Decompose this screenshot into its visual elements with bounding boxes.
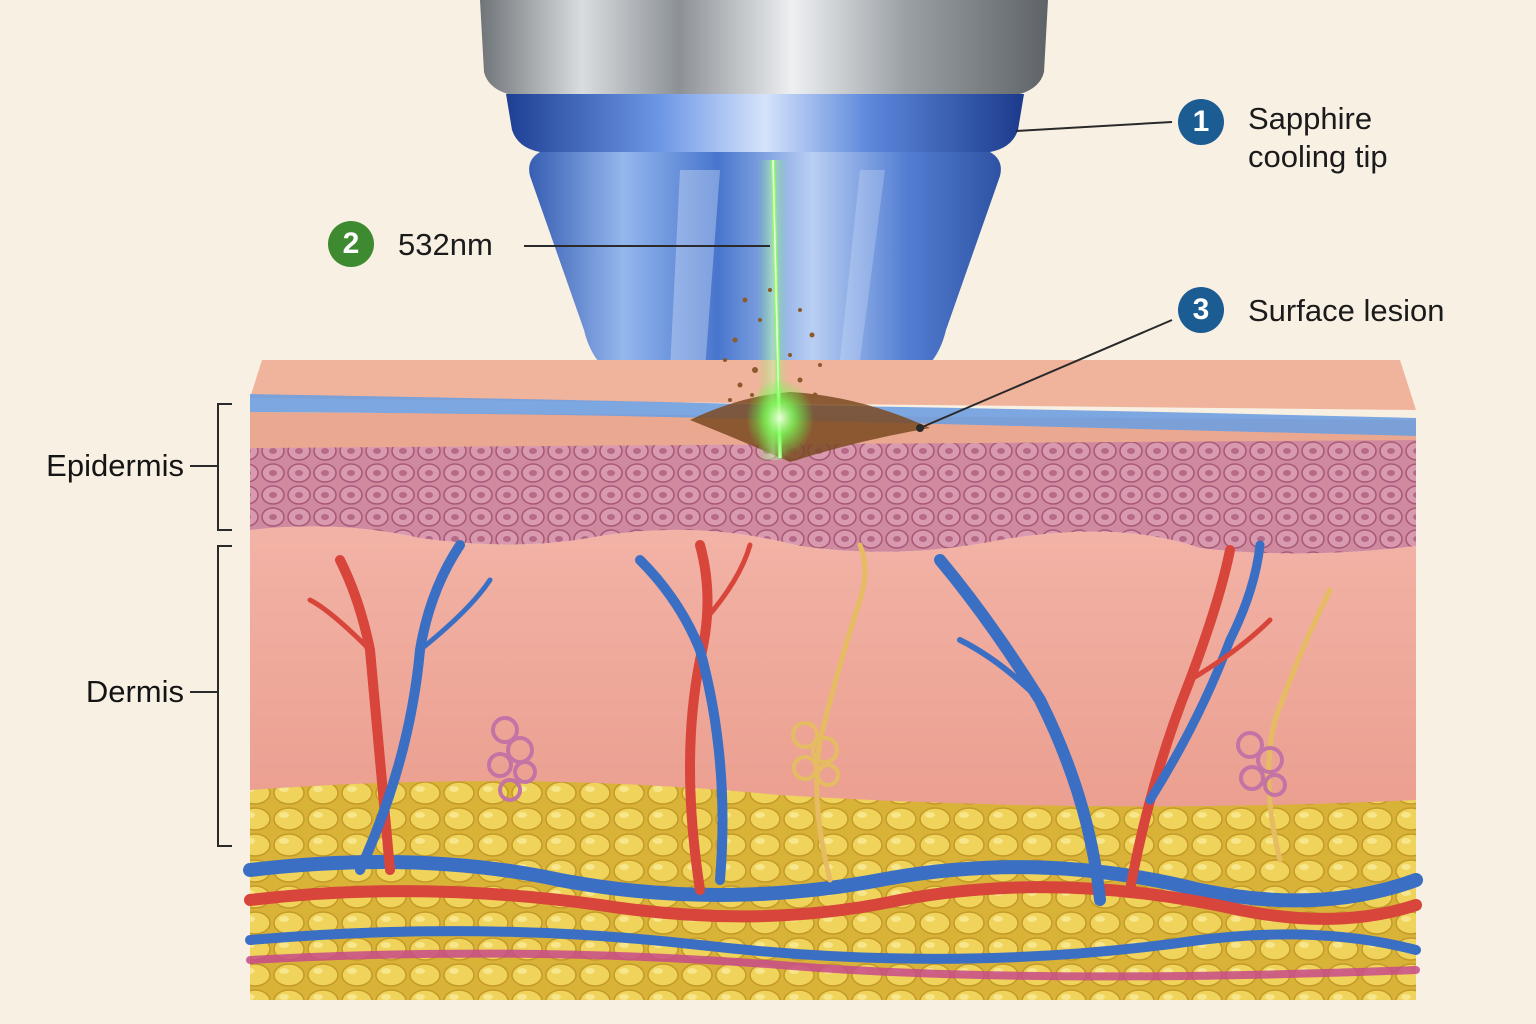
- callout-3-leader: [919, 319, 1173, 429]
- artery: [702, 542, 753, 623]
- artery: [1125, 545, 1235, 895]
- callout-1-line1: Sapphire: [1248, 101, 1373, 136]
- sweat-gland: [791, 721, 840, 787]
- skin-surface-top: [250, 360, 1416, 410]
- vein: [245, 926, 1421, 964]
- dermis-label: Dermis: [85, 674, 184, 709]
- dermis-layer: [250, 526, 1416, 807]
- callout-1-badge: 1: [1178, 99, 1224, 145]
- leader-lines: [190, 121, 1173, 847]
- sweat-glands: [487, 716, 1287, 802]
- sapphire-band: [506, 94, 1024, 152]
- nerve: [814, 542, 868, 883]
- callout-2-text: 532nm: [398, 227, 493, 262]
- blood-vessels: [243, 540, 1423, 981]
- artery: [307, 597, 373, 653]
- callout-3-badge: 3: [1178, 287, 1224, 333]
- skin-block: [250, 360, 1416, 1000]
- epidermis-bracket: [217, 403, 232, 531]
- sweat-gland: [1236, 731, 1287, 797]
- vein: [957, 637, 1043, 703]
- callout-1-text: Sapphire cooling tip: [1248, 100, 1388, 176]
- vein: [417, 577, 493, 653]
- callout-3-text: Surface lesion: [1248, 293, 1445, 328]
- sweat-gland: [487, 716, 537, 802]
- epidermis-label: Epidermis: [46, 448, 184, 483]
- vein: [355, 540, 465, 875]
- ablation-debris: [723, 288, 822, 402]
- vein: [635, 555, 728, 885]
- artery: [244, 881, 1422, 925]
- tip-highlight: [840, 170, 885, 360]
- tip-highlight: [670, 170, 720, 370]
- epidermis-cells-layer: [250, 438, 1416, 554]
- laser-beam: [746, 159, 814, 460]
- vein: [243, 855, 1423, 908]
- laser-impact-glow: [746, 378, 814, 458]
- vein: [1145, 540, 1265, 805]
- nerves: [814, 542, 1333, 883]
- artery: [685, 540, 713, 895]
- dermis-bracket: [217, 545, 232, 847]
- metal-housing: [480, 0, 1048, 94]
- artery: [246, 949, 1420, 981]
- nerve: [1266, 587, 1333, 863]
- artery: [1187, 617, 1273, 683]
- callout-1-leader: [1015, 121, 1173, 132]
- callout-1-line2: cooling tip: [1248, 139, 1388, 174]
- callout-3-leader-dot: [916, 424, 924, 432]
- callout-2-badge: 2: [328, 221, 374, 267]
